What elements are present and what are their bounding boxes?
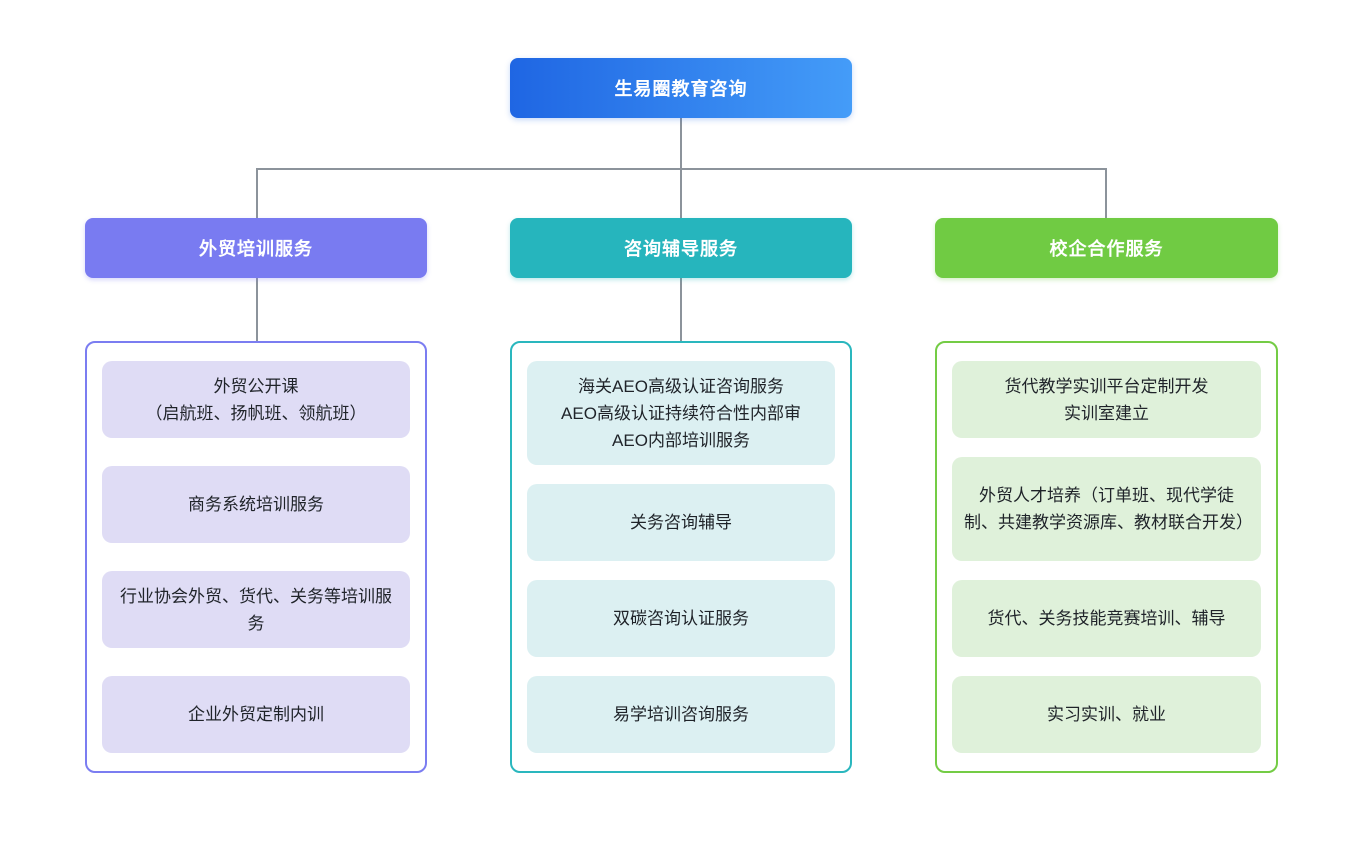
leaf-node: 企业外贸定制内训 (102, 676, 410, 753)
connector-drop-branch1 (256, 168, 258, 218)
branch-node-label: 咨询辅导服务 (624, 239, 738, 259)
leaf-node: 海关AEO高级认证咨询服务 AEO高级认证持续符合性内部审 AEO内部培训服务 (527, 361, 835, 465)
branch-node-label: 外贸培训服务 (199, 239, 313, 259)
connector-drop-branch3 (1105, 168, 1107, 218)
leaf-node: 货代、关务技能竞赛培训、辅导 (952, 580, 1261, 657)
branch-group-school-enterprise: 货代教学实训平台定制开发 实训室建立 外贸人才培养（订单班、现代学徒制、共建教学… (935, 341, 1278, 773)
branch-node-consulting: 咨询辅导服务 (510, 218, 852, 278)
branch-node-label: 校企合作服务 (1049, 239, 1164, 259)
connector-root-down (680, 118, 682, 168)
root-node-label: 生易圈教育咨询 (614, 79, 748, 99)
leaf-node: 实习实训、就业 (952, 676, 1261, 753)
connector-branch1-group (256, 278, 258, 341)
branch-group-trade-training: 外贸公开课 （启航班、扬帆班、领航班） 商务系统培训服务 行业协会外贸、货代、关… (85, 341, 427, 773)
root-node: 生易圈教育咨询 (510, 58, 852, 118)
leaf-node: 关务咨询辅导 (527, 484, 835, 561)
connector-branch2-group (680, 278, 682, 341)
connector-drop-branch2 (680, 168, 682, 218)
leaf-node: 外贸公开课 （启航班、扬帆班、领航班） (102, 361, 410, 438)
branch-group-consulting: 海关AEO高级认证咨询服务 AEO高级认证持续符合性内部审 AEO内部培训服务 … (510, 341, 852, 773)
leaf-node: 商务系统培训服务 (102, 466, 410, 543)
branch-node-trade-training: 外贸培训服务 (85, 218, 427, 278)
leaf-node: 货代教学实训平台定制开发 实训室建立 (952, 361, 1261, 438)
leaf-node: 易学培训咨询服务 (527, 676, 835, 753)
leaf-node: 双碳咨询认证服务 (527, 580, 835, 657)
branch-node-school-enterprise: 校企合作服务 (935, 218, 1278, 278)
leaf-node: 行业协会外贸、货代、关务等培训服务 (102, 571, 410, 648)
leaf-node: 外贸人才培养（订单班、现代学徒制、共建教学资源库、教材联合开发） (952, 457, 1261, 561)
